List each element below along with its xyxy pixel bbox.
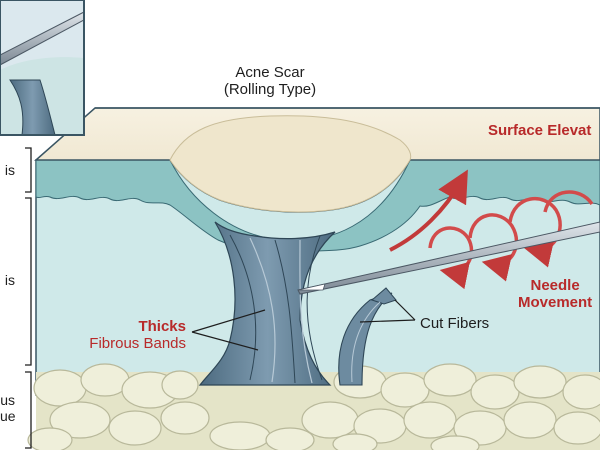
scar-depression [169, 115, 412, 213]
scar-title-line2: (Rolling Type) [223, 81, 317, 99]
fibrous-bands [198, 221, 336, 386]
thicks-label: Thicks [138, 318, 186, 335]
needle-movement-label: Needle Movement [518, 277, 592, 312]
scar-title: Acne Scar (Rolling Type) [200, 64, 340, 99]
fibrous-bands-text: Fibrous Bands [89, 335, 186, 353]
needle [297, 221, 600, 295]
inset-detail [0, 0, 85, 136]
epidermis-side-label: is [4, 162, 15, 178]
fibrous-bands-label: Thicks Fibrous Bands [80, 318, 186, 353]
surface-elevation-label: Surface Elevat [488, 122, 592, 139]
leader-lines [191, 299, 416, 351]
scar-title-line1: Acne Scar [235, 64, 305, 81]
subcutaneous-side-label: us ue [0, 392, 16, 425]
cut-fibers-label: Cut Fibers [420, 315, 490, 332]
layer-brackets [25, 147, 32, 449]
needle-movement-line2: Movement [518, 294, 593, 312]
dermis-side-label: is [4, 272, 15, 288]
subcutaneous-fat [27, 363, 600, 450]
needle-movement-arrows [428, 190, 594, 290]
needle-movement-line1: Needle [530, 277, 580, 294]
subcutaneous-side-line1: us [0, 392, 15, 408]
cut-fibers [338, 287, 397, 386]
subcutaneous-side-line2: ue [0, 408, 16, 425]
surface-elevation-arrow [389, 169, 468, 252]
